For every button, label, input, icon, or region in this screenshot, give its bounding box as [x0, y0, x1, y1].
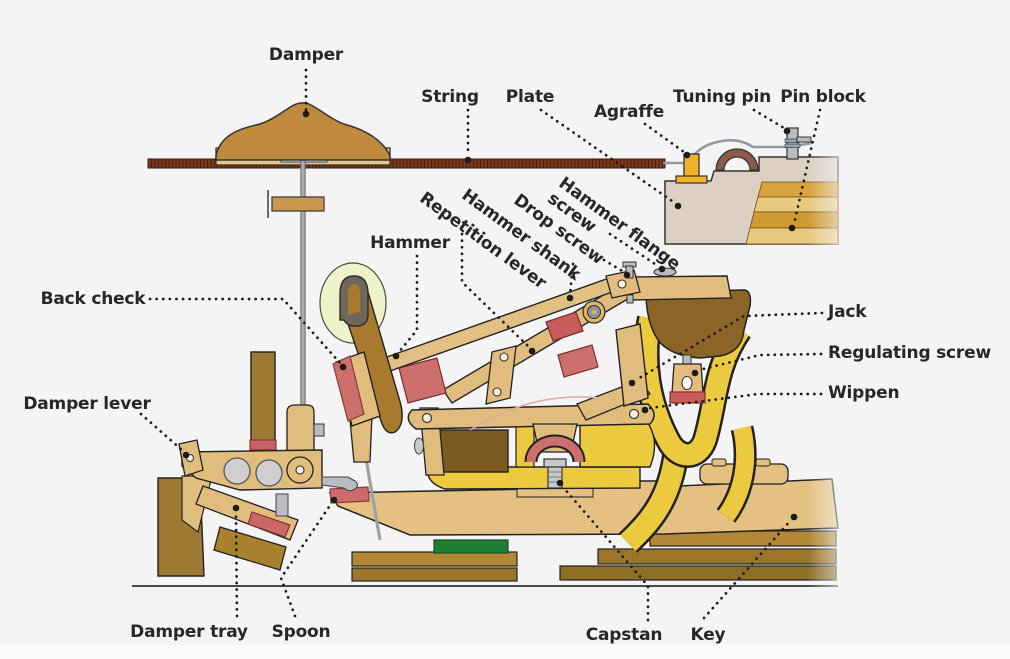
label-jack: Jack [828, 302, 867, 322]
fade-overlay [808, 110, 860, 590]
bottom-band [0, 645, 1010, 659]
label-key: Key [690, 625, 726, 645]
back-check-felt [332, 355, 365, 422]
leader-hammer [397, 254, 419, 354]
leader-tuning-pin [752, 108, 786, 130]
leader-agraffe [643, 122, 686, 154]
tuning-pin-part [786, 127, 799, 160]
wippen-heel-felt [526, 436, 584, 463]
damper-lever-assembly [157, 351, 359, 577]
leader-plate [539, 108, 677, 205]
label-damper-tray: Damper tray [130, 622, 248, 642]
leader-pin-block [792, 108, 822, 226]
string-part [147, 158, 686, 169]
label-pin-block: Pin block [780, 87, 866, 107]
damper-part [215, 102, 391, 432]
label-regulating-screw: Regulating screw [828, 343, 991, 363]
label-tuning-pin: Tuning pin [672, 87, 772, 107]
damper-head [215, 102, 391, 161]
leader-hammer-shank [568, 262, 575, 296]
label-damper-lever: Damper lever [23, 394, 151, 414]
keybed [351, 530, 837, 582]
label-hammer: Hammer [370, 233, 450, 253]
label-agraffe: Agraffe [593, 102, 665, 122]
leader-capstan [561, 485, 650, 622]
leader-spoon [279, 502, 333, 618]
leader-damper-lever [139, 412, 185, 453]
wippen-supports-yellow [426, 315, 757, 553]
leader-damper-tray [234, 510, 239, 618]
back-check-part [332, 351, 382, 541]
hammer-part [319, 262, 403, 434]
leader-wippen [648, 392, 823, 410]
leader-lines [139, 68, 824, 622]
string-wire [685, 139, 813, 164]
capo-bar [715, 148, 759, 171]
label-spoon: Spoon [271, 622, 331, 642]
damper-lever-part [181, 449, 323, 491]
regulating-screw-part [669, 354, 706, 404]
label-string: String [421, 87, 479, 107]
leader-key [702, 518, 793, 620]
hammer-flange-rail [629, 267, 752, 359]
spoon-part [321, 476, 359, 492]
label-wippen: Wippen [828, 383, 900, 403]
label-capstan: Capstan [585, 625, 663, 645]
leader-regulating-screw [697, 352, 823, 372]
jack-part [576, 323, 652, 421]
leader-drop-screw [602, 258, 626, 274]
label-plate: Plate [505, 87, 555, 107]
leader-back-check [148, 297, 342, 365]
label-back-check: Back check [40, 289, 146, 309]
jack-support-yellow [636, 316, 749, 466]
balance-rail-felt [433, 539, 509, 554]
leader-jack [634, 311, 824, 382]
label-damper: Damper [268, 45, 344, 65]
